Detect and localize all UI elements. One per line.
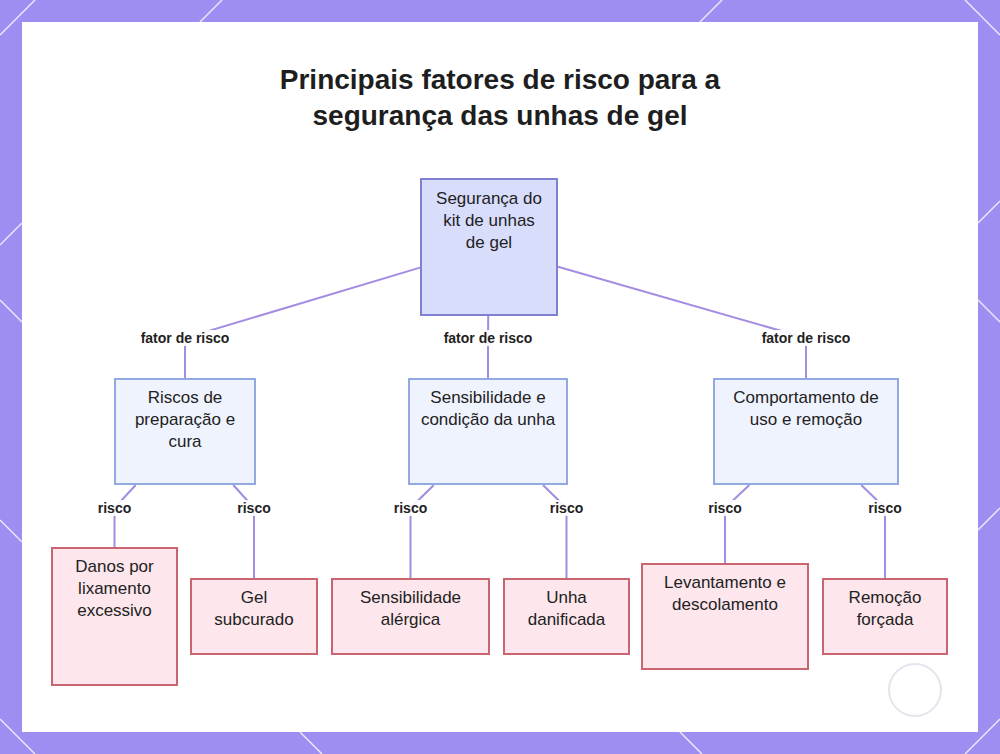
root-box: Segurança do kit de unhas de gel — [420, 178, 558, 316]
diagram-title: Principais fatores de risco para a segur… — [220, 62, 780, 134]
node-text: Sensibilidade e condição da unha — [420, 387, 556, 431]
connector-line — [185, 268, 420, 378]
watermark-icon — [889, 664, 941, 716]
node-text: Danos por lixamento excessivo — [61, 556, 168, 622]
node-text: Unha danificada — [513, 587, 620, 631]
connector-line — [233, 485, 254, 578]
node-text: Riscos de preparação e cura — [126, 387, 244, 453]
connector-line — [558, 267, 806, 378]
connector-line — [725, 485, 749, 563]
page-panel — [22, 22, 978, 732]
leaf-box: Unha danificada — [503, 578, 630, 655]
leaf-box: Danos por lixamento excessivo — [51, 547, 178, 686]
edge-label: risco — [234, 500, 273, 516]
edge-label: risco — [547, 500, 586, 516]
mid-box: Comportamento de uso e remoção — [713, 378, 899, 485]
node-text: Levantamento e descolamento — [651, 572, 799, 616]
connector-line — [861, 485, 885, 578]
node-text: Gel subcurado — [200, 587, 308, 631]
edge-label: risco — [705, 500, 744, 516]
leaf-box: Sensibilidade alérgica — [331, 578, 490, 655]
edge-label: risco — [865, 500, 904, 516]
edge-label: risco — [391, 500, 430, 516]
edge-label: fator de risco — [759, 330, 854, 346]
connector-line — [115, 485, 136, 547]
mid-box: Riscos de preparação e cura — [114, 378, 256, 485]
node-text: Comportamento de uso e remoção — [725, 387, 887, 431]
node-text: Remoção forçada — [832, 587, 938, 631]
connector-line — [543, 485, 567, 578]
edge-label: fator de risco — [441, 330, 536, 346]
node-text: Segurança do kit de unhas de gel — [436, 188, 542, 254]
connector-line — [411, 485, 434, 578]
leaf-box: Gel subcurado — [190, 578, 318, 655]
leaf-box: Levantamento e descolamento — [641, 563, 809, 670]
edge-label: fator de risco — [138, 330, 233, 346]
leaf-box: Remoção forçada — [822, 578, 948, 655]
edge-label: risco — [95, 500, 134, 516]
connector-line — [487, 316, 489, 378]
node-text: Sensibilidade alérgica — [341, 587, 480, 631]
mid-box: Sensibilidade e condição da unha — [408, 378, 568, 485]
